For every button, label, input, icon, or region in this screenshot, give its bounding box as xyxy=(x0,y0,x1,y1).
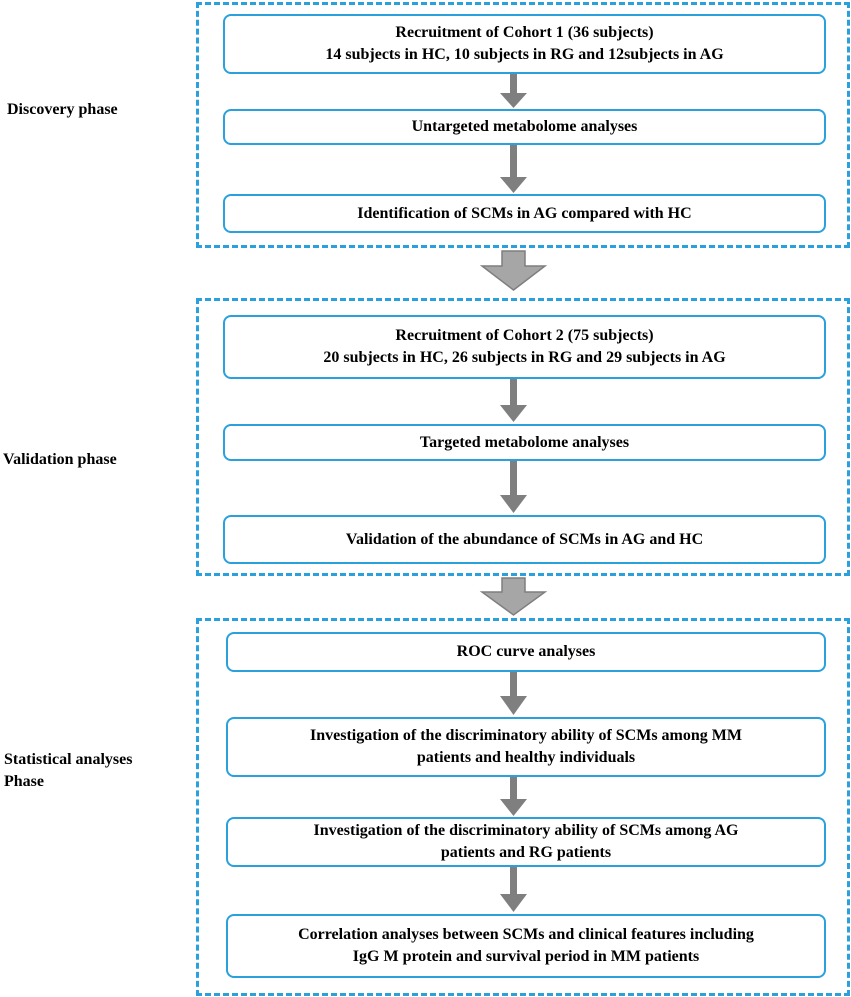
step-identification-scms: Identification of SCMs in AG compared wi… xyxy=(223,194,826,233)
block-arrow-1 xyxy=(479,250,548,291)
down-arrow-4 xyxy=(500,461,527,513)
down-arrow-1 xyxy=(500,74,527,108)
down-arrow-3 xyxy=(500,379,527,422)
down-arrow-2 xyxy=(500,145,527,193)
block-arrow-2 xyxy=(479,577,548,616)
statistical-phase-box xyxy=(196,618,850,996)
step-correlation-analyses: Correlation analyses between SCMs and cl… xyxy=(226,914,826,978)
down-arrow-6 xyxy=(500,777,527,816)
discovery-phase-label: Discovery phase xyxy=(7,101,118,118)
step-discriminatory-ag-rg: Investigation of the discriminatory abil… xyxy=(226,817,826,867)
discovery-phase-box xyxy=(196,2,850,248)
step-recruitment-cohort-1: Recruitment of Cohort 1 (36 subjects) 14… xyxy=(223,14,826,74)
statistical-phase-label: Statistical analyses Phase xyxy=(4,751,133,790)
step-untargeted-metabolome: Untargeted metabolome analyses xyxy=(223,109,826,145)
step-targeted-metabolome: Targeted metabolome analyses xyxy=(223,424,826,461)
step-discriminatory-mm-healthy: Investigation of the discriminatory abil… xyxy=(226,717,826,777)
step-validation-abundance: Validation of the abundance of SCMs in A… xyxy=(223,515,826,564)
down-arrow-5 xyxy=(500,672,527,715)
validation-phase-label: Validation phase xyxy=(3,451,117,468)
validation-phase-box xyxy=(196,298,850,576)
step-roc-curve: ROC curve analyses xyxy=(226,632,826,672)
step-recruitment-cohort-2: Recruitment of Cohort 2 (75 subjects) 20… xyxy=(223,315,826,379)
down-arrow-7 xyxy=(500,867,527,912)
